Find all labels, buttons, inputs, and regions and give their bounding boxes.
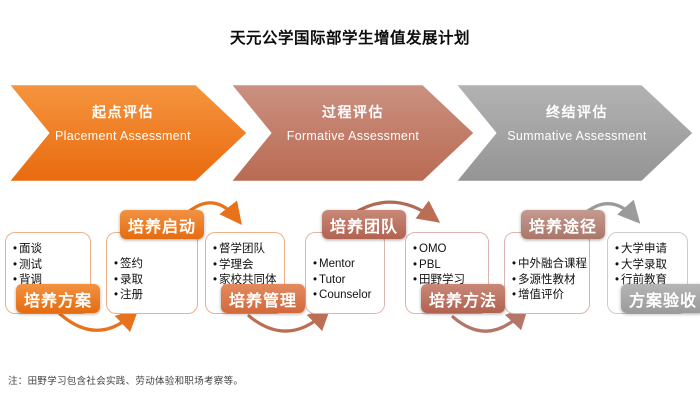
stage-chevron-summative [452,82,696,184]
list-item: 学理会 [213,258,280,274]
flow-arrow-5 [451,306,529,333]
stage-label-placement: 起点评估 Placement Assessment [18,102,228,143]
flow-arrow-4 [351,200,441,223]
stage-en-placement: Placement Assessment [55,129,191,143]
list-item: 行前教育 [615,273,683,289]
page-title: 天元公学国际部学生增值发展计划 [229,30,470,47]
list-item: Mentor [313,257,380,273]
list-item: 大学录取 [615,258,683,274]
list-item: 增值评价 [512,288,585,304]
stage-zh-formative: 过程评估 [322,104,384,120]
stage-en-formative: Formative Assessment [286,129,420,143]
list-item: 测试 [13,258,86,274]
step-box-4-list: Mentor Tutor Counselor [306,233,384,304]
step-tag-management: 培养管理 [221,284,305,313]
stage-en-summative: Summative Assessment [507,129,647,143]
list-item: 多源性教材 [512,273,585,289]
flow-arrow-3 [247,307,331,333]
step-box-5-list: OMO PBL 田野学习 [406,233,488,289]
list-item: 家校共同体 [213,273,280,289]
list-item: 注册 [114,288,193,304]
step-box-2: 签约 录取 注册 [106,232,198,314]
step-tag-launch: 培养启动 [120,210,204,239]
flow-arrow-1 [58,308,139,333]
step-tag-team: 培养团队 [322,210,406,239]
step-box-1-list: 面谈 测试 背调 [6,233,90,289]
step-box-6-list: 中外融合课程 多源性教材 增值评价 [505,233,589,304]
list-item: PBL [413,258,484,274]
step-box-6: 中外融合课程 多源性教材 增值评价 [504,232,590,314]
list-item: OMO [413,242,484,258]
stage-zh-summative: 终结评估 [546,104,608,120]
list-item: 田野学习 [413,273,484,289]
stage-label-summative: 终结评估 Summative Assessment [472,102,682,143]
step-tag-plan: 培养方案 [16,284,100,313]
list-item: 背调 [13,273,86,289]
list-item: 面谈 [13,242,86,258]
step-box-2-list: 签约 录取 注册 [107,233,197,304]
list-item: 中外融合课程 [512,257,587,273]
list-item: 大学申请 [615,242,683,258]
step-tag-acceptance: 方案验收 [621,284,700,313]
list-item: 督学团队 [213,242,280,258]
list-item: 录取 [114,273,193,289]
list-item: 签约 [114,257,193,273]
stage-chevron-placement [5,82,250,184]
stage-chevron-formative [227,82,477,184]
stage-label-formative: 过程评估 Formative Assessment [248,102,458,143]
list-item: Tutor [313,273,380,289]
footnote: 注：田野学习包含社会实践、劳动体验和职场考察等。 [8,376,244,387]
flow-arrow-2 [184,200,242,226]
stage-zh-placement: 起点评估 [92,104,154,120]
step-box-4: Mentor Tutor Counselor [305,232,385,314]
step-box-3-list: 督学团队 学理会 家校共同体 [206,233,284,289]
list-item: Counselor [313,288,380,304]
step-tag-methods: 培养方法 [421,284,505,313]
step-tag-pathways: 培养途径 [521,210,605,239]
step-box-7-list: 大学申请 大学录取 行前教育 [608,233,687,289]
